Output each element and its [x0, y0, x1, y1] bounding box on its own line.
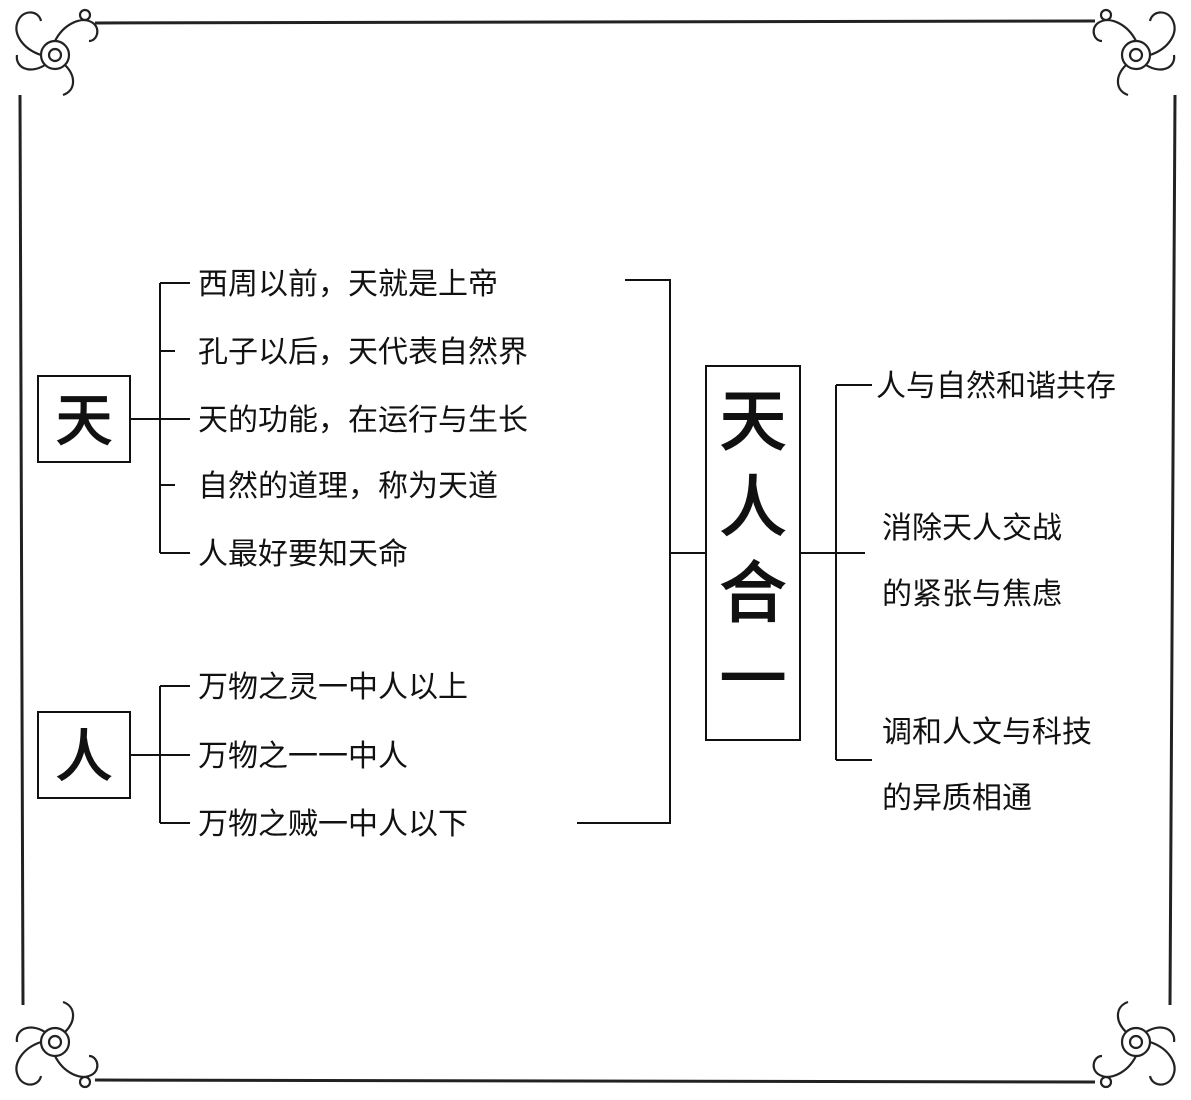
ren-item: 万物之贼一中人以下	[198, 807, 468, 842]
central-char: 天	[720, 382, 786, 460]
result-tension-line2: 的紧张与焦虑	[882, 577, 1062, 612]
ren-item: 万物之一一中人	[198, 739, 408, 774]
results: 人与自然和谐共存 消除天人交战 的紧张与焦虑 调和人文与科技 的异质相通	[876, 369, 1116, 816]
decorative-frame	[18, 19, 1177, 1084]
merge-connector	[577, 279, 706, 824]
corner-ornament-top-left	[15, 8, 99, 97]
ren-items: 万物之灵一中人以上 万物之一一中人 万物之贼一中人以下	[198, 670, 468, 842]
corner-ornament-bottom-left	[15, 1000, 99, 1089]
central-char: 一	[720, 640, 786, 718]
corner-ornament-top-right	[1092, 8, 1176, 97]
result-reconcile-line1: 调和人文与科技	[882, 715, 1092, 750]
result-reconcile-line2: 的异质相通	[882, 781, 1032, 816]
tian-label: 天	[56, 388, 112, 454]
tian-bracket	[130, 282, 190, 554]
ren-bracket	[130, 685, 190, 824]
corner-ornament-bottom-right	[1092, 1000, 1176, 1089]
tian-item: 人最好要知天命	[198, 537, 408, 572]
ren-item: 万物之灵一中人以上	[198, 670, 468, 705]
tian-item: 自然的道理，称为天道	[198, 469, 498, 504]
tian-item: 孔子以后，天代表自然界	[198, 335, 528, 370]
tian-item: 天的功能，在运行与生长	[198, 403, 528, 438]
tian-node: 天	[37, 375, 131, 463]
result-tension-line1: 消除天人交战	[882, 511, 1062, 546]
ren-node: 人	[37, 711, 131, 799]
central-char: 合	[720, 554, 786, 632]
central-char: 人	[720, 468, 786, 546]
tian-items: 西周以前，天就是上帝 孔子以后，天代表自然界 天的功能，在运行与生长 自然的道理…	[198, 267, 528, 572]
result-harmony: 人与自然和谐共存	[876, 369, 1116, 404]
central-node: 天 人 合 一	[705, 365, 801, 741]
tian-item: 西周以前，天就是上帝	[198, 267, 498, 302]
ren-label: 人	[56, 724, 112, 790]
result-bracket	[800, 384, 872, 761]
